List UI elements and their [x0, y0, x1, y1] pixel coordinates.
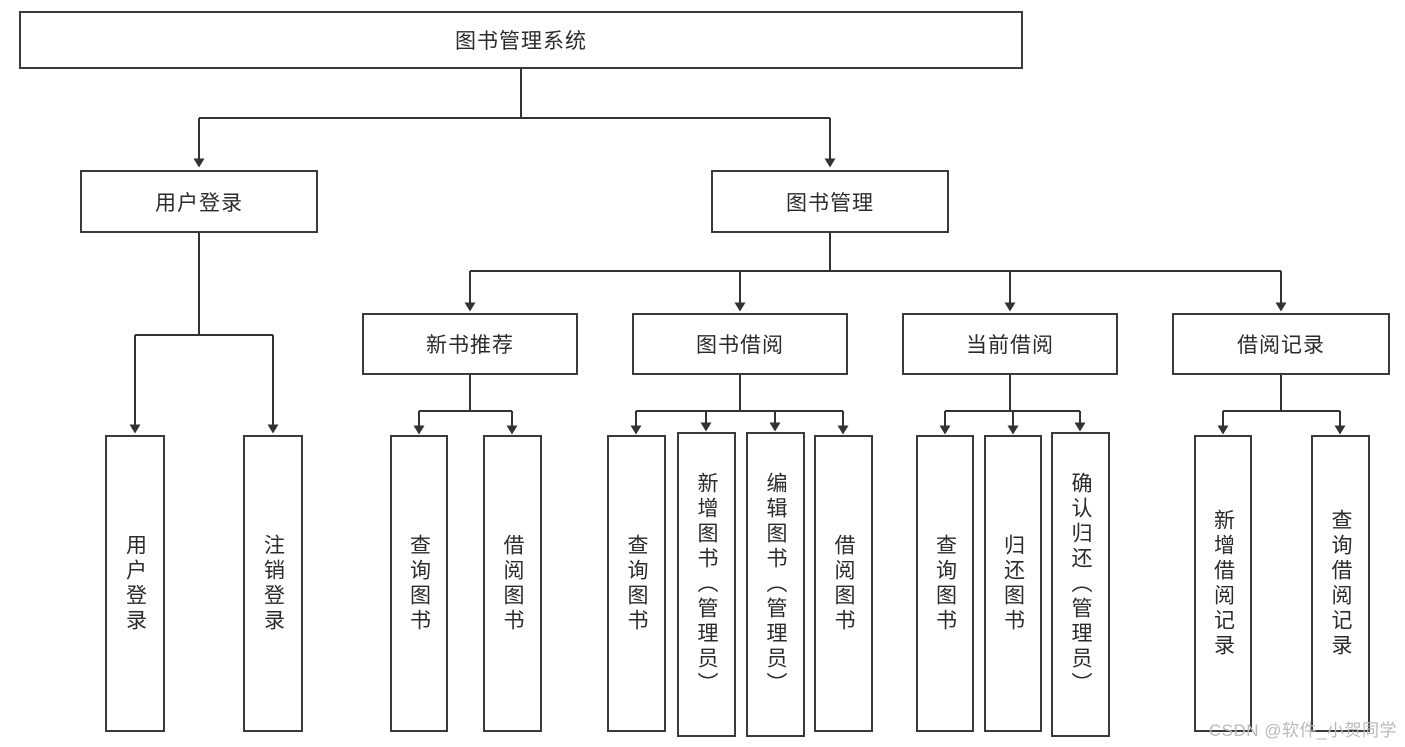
node-leaf-record-add-label: 新增借阅记录 — [1211, 508, 1235, 659]
node-leaf-newbook-borrow-label: 借阅图书 — [501, 533, 524, 634]
node-leaf-borrow-edit-label: 编辑图书（管理员） — [764, 472, 787, 697]
node-leaf-current-query-label: 查询图书 — [933, 533, 957, 634]
node-leaf-user-login-label: 用户登录 — [123, 533, 147, 634]
node-book-management[interactable]: 图书管理 — [711, 170, 949, 233]
node-leaf-borrow-edit[interactable]: 编辑图书（管理员） — [746, 432, 805, 737]
node-leaf-current-confirm[interactable]: 确认归还（管理员） — [1051, 432, 1110, 737]
node-user-login-label: 用户登录 — [155, 191, 243, 215]
node-leaf-newbook-borrow[interactable]: 借阅图书 — [483, 435, 542, 732]
node-new-book-recommend[interactable]: 新书推荐 — [362, 313, 578, 375]
node-root[interactable]: 图书管理系统 — [19, 11, 1023, 69]
node-book-borrow[interactable]: 图书借阅 — [632, 313, 848, 375]
node-book-management-label: 图书管理 — [786, 191, 874, 215]
node-borrow-record[interactable]: 借阅记录 — [1172, 313, 1390, 375]
watermark-text: CSDN @软件_小贺同学 — [1208, 721, 1397, 740]
node-leaf-record-query-label: 查询借阅记录 — [1329, 508, 1352, 659]
node-leaf-borrow-query[interactable]: 查询图书 — [607, 435, 666, 732]
node-leaf-current-confirm-label: 确认归还（管理员） — [1069, 472, 1092, 697]
node-leaf-newbook-query-label: 查询图书 — [407, 533, 431, 634]
node-leaf-borrow-lend-label: 借阅图书 — [832, 533, 855, 634]
node-leaf-borrow-lend[interactable]: 借阅图书 — [814, 435, 873, 732]
node-leaf-current-return-label: 归还图书 — [1001, 533, 1025, 634]
node-user-login[interactable]: 用户登录 — [80, 170, 318, 233]
node-leaf-current-return[interactable]: 归还图书 — [984, 435, 1042, 732]
node-leaf-borrow-add-label: 新增图书（管理员） — [695, 472, 718, 697]
node-book-borrow-label: 图书借阅 — [696, 334, 784, 357]
node-root-label: 图书管理系统 — [455, 30, 587, 53]
node-leaf-record-add[interactable]: 新增借阅记录 — [1194, 435, 1252, 732]
node-current-borrow[interactable]: 当前借阅 — [902, 313, 1118, 375]
node-leaf-record-query[interactable]: 查询借阅记录 — [1311, 435, 1370, 732]
node-leaf-user-logout-label: 注销登录 — [261, 533, 285, 634]
node-leaf-current-query[interactable]: 查询图书 — [916, 435, 974, 732]
node-borrow-record-label: 借阅记录 — [1237, 334, 1325, 357]
node-current-borrow-label: 当前借阅 — [966, 334, 1054, 357]
node-leaf-borrow-add[interactable]: 新增图书（管理员） — [677, 432, 736, 737]
node-leaf-borrow-query-label: 查询图书 — [625, 533, 648, 634]
node-leaf-user-logout[interactable]: 注销登录 — [243, 435, 303, 732]
node-new-book-recommend-label: 新书推荐 — [426, 334, 514, 357]
node-leaf-newbook-query[interactable]: 查询图书 — [390, 435, 448, 732]
node-leaf-user-login[interactable]: 用户登录 — [105, 435, 165, 732]
